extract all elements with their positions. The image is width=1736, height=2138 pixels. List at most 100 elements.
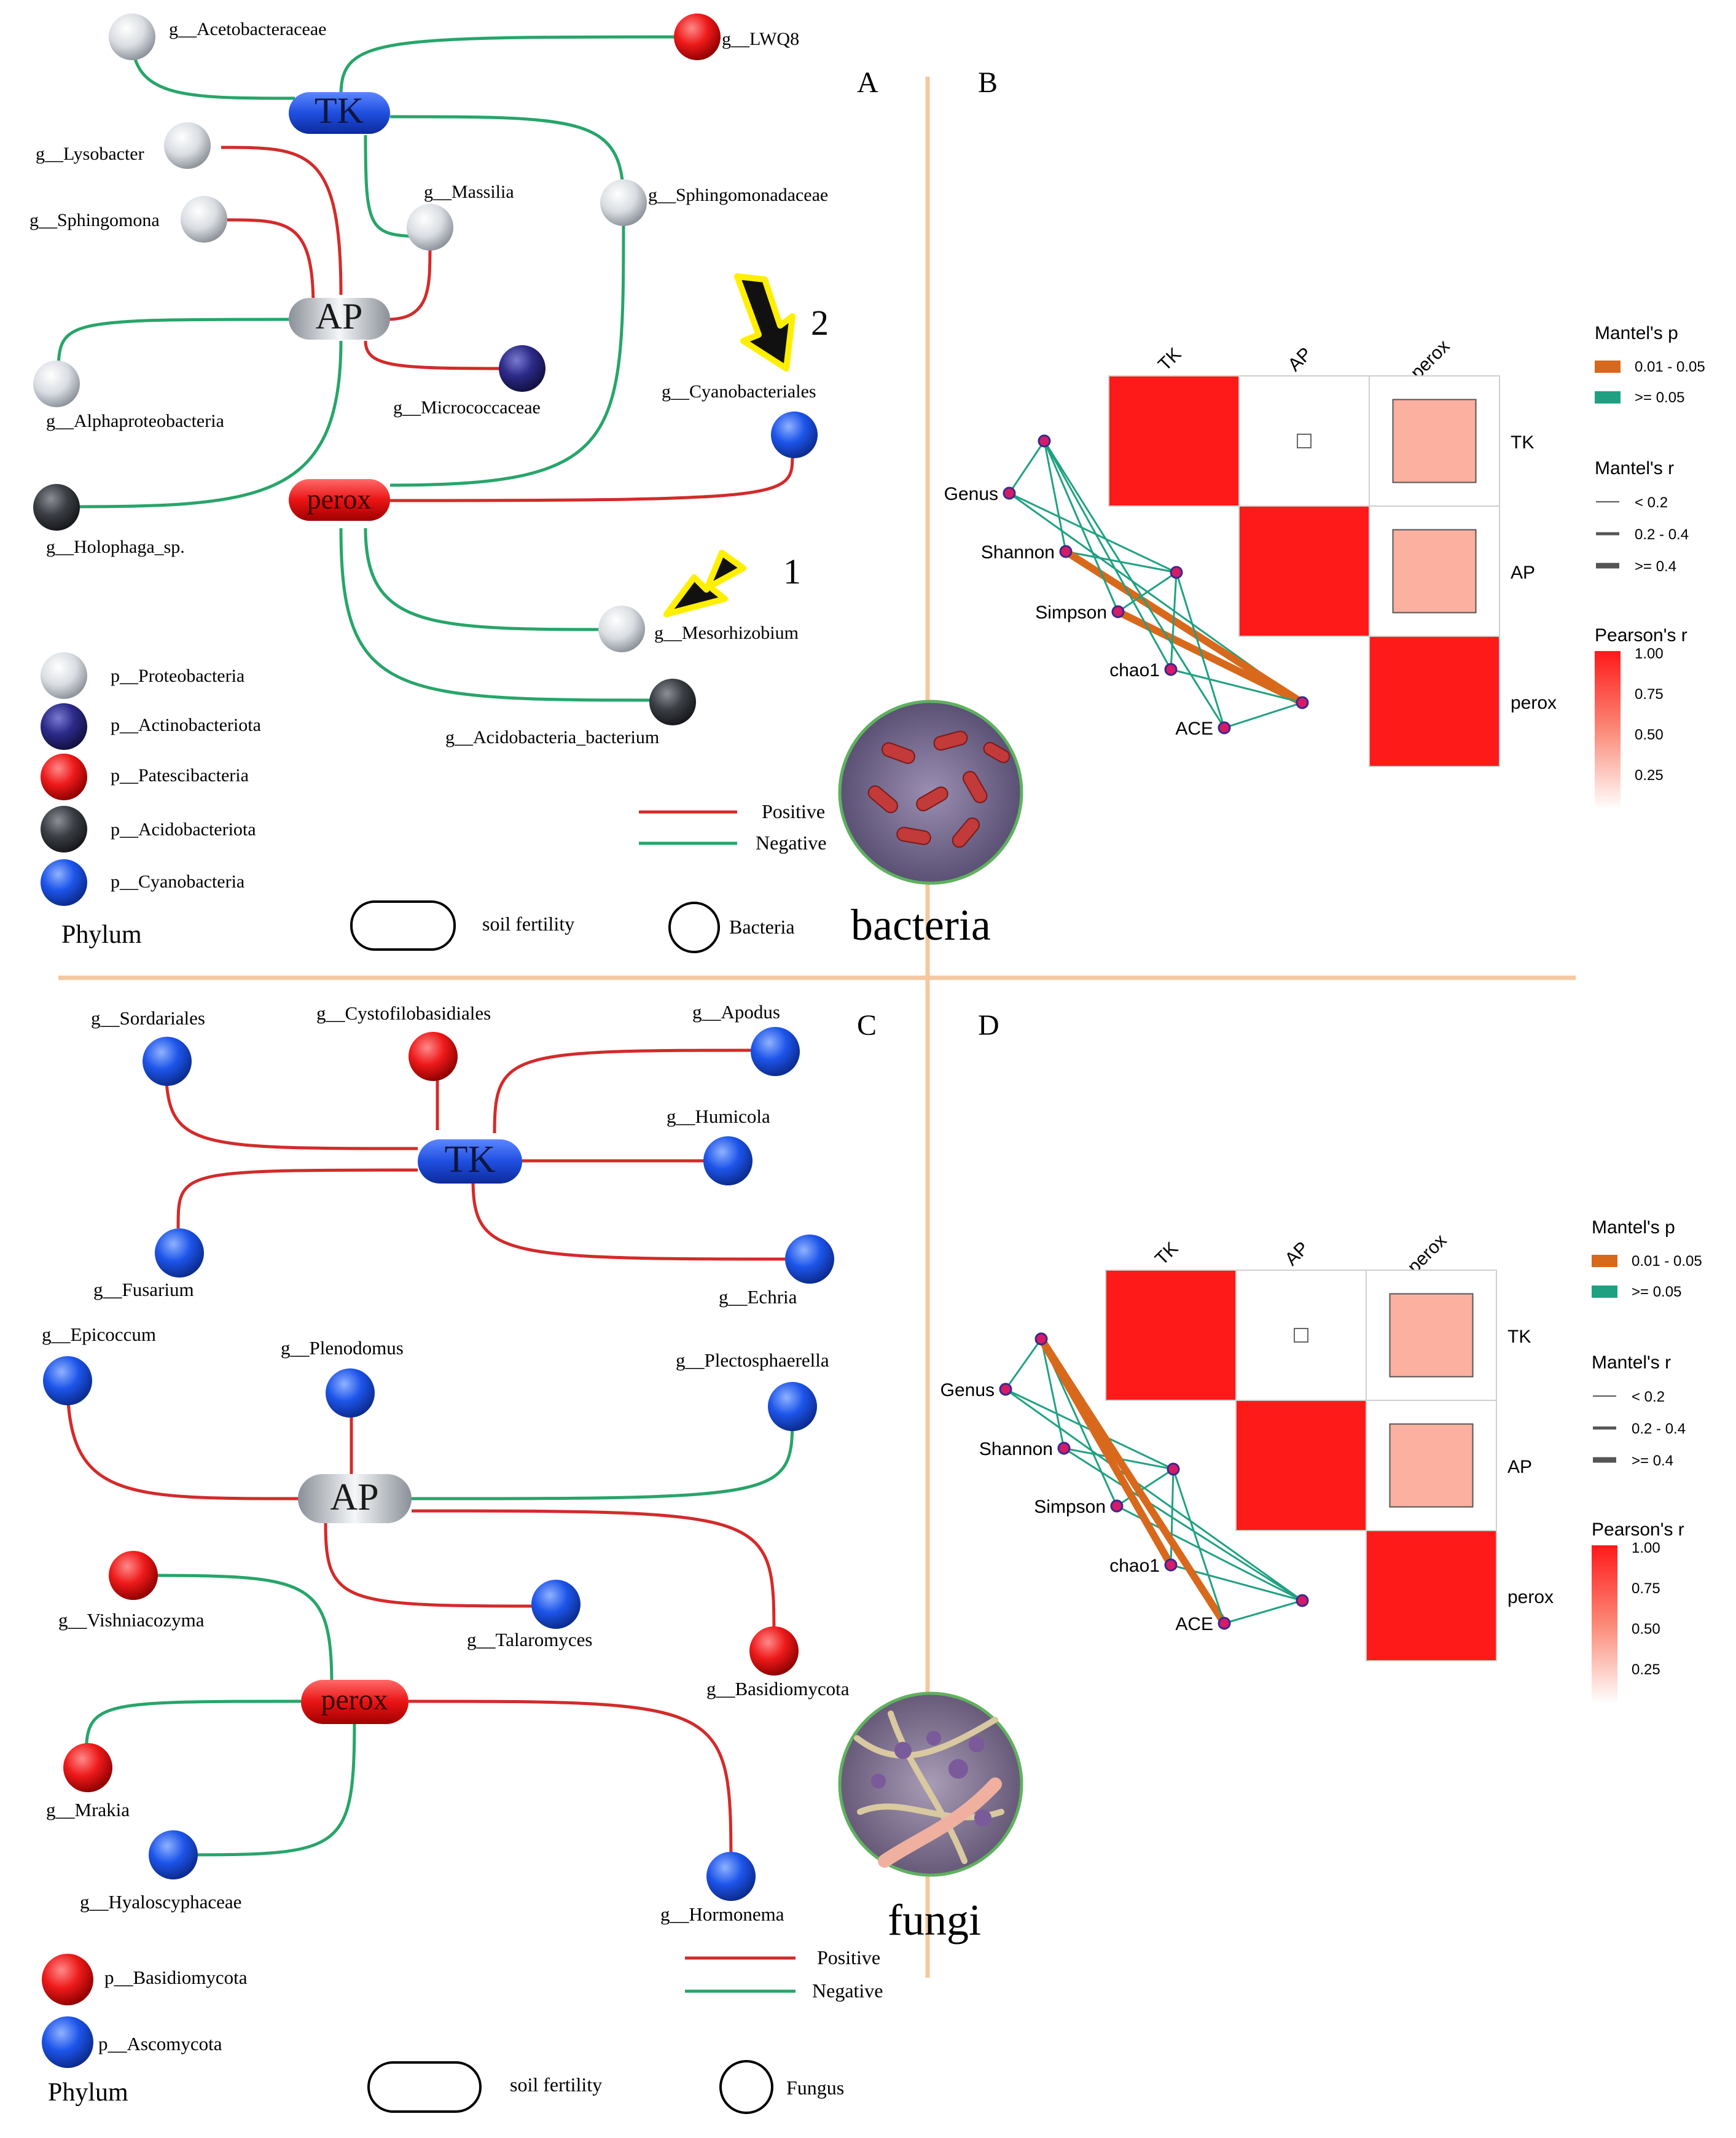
edge-ap-talaromyces [324, 1523, 557, 1608]
legend-pearson-tick: 0.25 [1635, 767, 1664, 784]
label-hormonema: g__Hormonema [660, 1903, 784, 1925]
label-sphingomona: g__Sphingomona [29, 210, 160, 230]
mantel-edge [1117, 571, 1177, 613]
tk-node-fungi: TK [418, 1139, 522, 1184]
legend-r-item: 0.2 - 0.4 [1632, 1421, 1686, 1437]
mantel-edge [1004, 1338, 1042, 1390]
perox-label-fungi: perox [321, 1683, 388, 1716]
legend-positive-bacteria: Positive [762, 800, 825, 822]
panel-c-genus-nodes: g__Sordariales g__Cystofilobasidiales g_… [42, 1001, 850, 1925]
label-holophaga: g__Holophaga_sp. [46, 537, 185, 557]
node-mrakia [63, 1743, 112, 1792]
node-humicola [703, 1136, 753, 1185]
diversity-node-shannon [1057, 1442, 1071, 1455]
heat-cell [1235, 1400, 1367, 1531]
label-apodus: g__Apodus [692, 1001, 780, 1023]
node-plectosphaerella [768, 1382, 817, 1431]
node-sphingomonadaceae [600, 179, 647, 226]
mantel-edge [1008, 440, 1046, 494]
legend-p-sig: 0.01 - 0.05 [1635, 359, 1705, 375]
mantel-edge [1005, 1388, 1303, 1602]
panel-a-edges [57, 35, 794, 702]
legend-r-item: >= 0.4 [1635, 558, 1676, 575]
legend-pearson-tick: 0.75 [1632, 1580, 1660, 1597]
edge-perox-vishniacozyma [131, 1574, 334, 1687]
node-sphingomona [181, 196, 227, 243]
label-cyanobacteriales: g__Cyanobacteriales [662, 381, 816, 402]
bacteria-illustration [838, 700, 1023, 885]
panel-label-a: A [857, 66, 878, 99]
label-acidobacteria-bacterium: g__Acidobacteria_bacterium [445, 727, 659, 747]
legend-pearson-tick: 1.00 [1635, 646, 1664, 662]
mantel-edge [1009, 492, 1177, 574]
legend-r-item: < 0.2 [1632, 1389, 1665, 1405]
panel-c-edges [66, 1048, 811, 1874]
node-vishniacozyma [109, 1551, 158, 1600]
fungi-illustration [838, 1691, 1023, 1877]
legend-acidobacteriota-swatch [41, 806, 87, 852]
tk-label-fungi: TK [445, 1139, 496, 1180]
legend-basidiomycota-swatch [42, 1954, 93, 2005]
label-humicola: g__Humicola [667, 1106, 770, 1127]
edge-perox-hyaloscyphaceae [174, 1716, 356, 1857]
label-fusarium: g__Fusarium [93, 1279, 194, 1300]
panel-label-d: D [978, 1009, 999, 1042]
legend-pearson-tick: 1.00 [1632, 1540, 1660, 1556]
phylum-title-bacteria: Phylum [61, 921, 142, 949]
label-plectosphaerella: g__Plectosphaerella [676, 1349, 829, 1371]
mantel-row-ap: AP [1511, 563, 1535, 583]
legend-negative-fungi: Negative [812, 1980, 883, 2002]
legend-pearson-bar [1592, 1545, 1617, 1704]
label-alphaproteobacteria: g__Alphaproteobacteria [46, 411, 224, 431]
node-acetobacteraceae [109, 14, 155, 60]
heat-cell-marker [1389, 1423, 1474, 1508]
mantel-edge [1043, 440, 1226, 728]
legend-p-sig: 0.01 - 0.05 [1632, 1253, 1702, 1270]
legend-p-ns: >= 0.05 [1635, 389, 1684, 406]
diversity-label-ace: ACE [1175, 1614, 1213, 1634]
legend-actinobacteriota-swatch [41, 703, 87, 750]
label-sphingomonadaceae: g__Sphingomonadaceae [648, 185, 828, 205]
target-node-ap [1167, 1462, 1180, 1476]
legend-ascomycota-swatch [42, 2016, 93, 2068]
diversity-label-chao1: chao1 [1109, 1556, 1160, 1576]
edge-tk-lwq8 [339, 35, 695, 96]
label-massilia: g__Massilia [424, 182, 514, 202]
legend-p-sig-swatch [1595, 361, 1621, 373]
tk-node-bacteria: TK [289, 90, 390, 134]
edge-ap-sphingomona [227, 218, 315, 308]
legend-fungus: Fungus [786, 2077, 844, 2099]
label-mrakia: g__Mrakia [46, 1799, 130, 1820]
edge-tk-echria [471, 1179, 811, 1261]
legend-mantel-p-title: Mantel's p [1592, 1217, 1675, 1238]
perox-node-fungi: perox [301, 1680, 409, 1724]
ap-label-fungi: AP [330, 1477, 378, 1518]
diversity-node-genus [999, 1383, 1012, 1396]
label-vishniacozyma: g__Vishniacozyma [58, 1609, 205, 1631]
legend-mantel-p-title: Mantel's p [1595, 323, 1678, 343]
target-node-tk [1034, 1332, 1048, 1346]
legend-positive-fungi: Positive [817, 1946, 880, 1968]
edge-perox-hormonema [408, 1699, 733, 1874]
mantel-row-perox: perox [1511, 693, 1557, 713]
node-plenodomus [326, 1368, 375, 1418]
mantel-row-perox: perox [1507, 1587, 1554, 1607]
mantel-col-tk: TK [1154, 344, 1185, 375]
legend-mantel-r-title: Mantel's r [1595, 458, 1674, 478]
heat-cell [1105, 1270, 1237, 1401]
legend-soil-fertility-bacteria: soil fertility [482, 913, 574, 935]
heat-cell-marker [1294, 1328, 1308, 1343]
node-talaromyces [531, 1580, 581, 1629]
edge-perox-mesorhizobium [364, 528, 621, 631]
mantel-col-ap: AP [1284, 343, 1316, 375]
node-cyanobacteriales [771, 412, 818, 458]
node-alphaproteobacteria [33, 361, 80, 407]
diversity-label-shannon: Shannon [979, 1439, 1053, 1459]
highlight-arrows: 2 1 [663, 273, 829, 617]
mantel-edge [1063, 1447, 1303, 1602]
diversity-label-simpson: Simpson [1034, 1497, 1106, 1517]
arrow-2-label: 2 [811, 303, 829, 343]
heat-cell [1366, 1530, 1497, 1661]
legend-pearson-title: Pearson's r [1592, 1520, 1684, 1540]
label-micrococcaceae: g__Micrococcaceae [393, 397, 541, 418]
